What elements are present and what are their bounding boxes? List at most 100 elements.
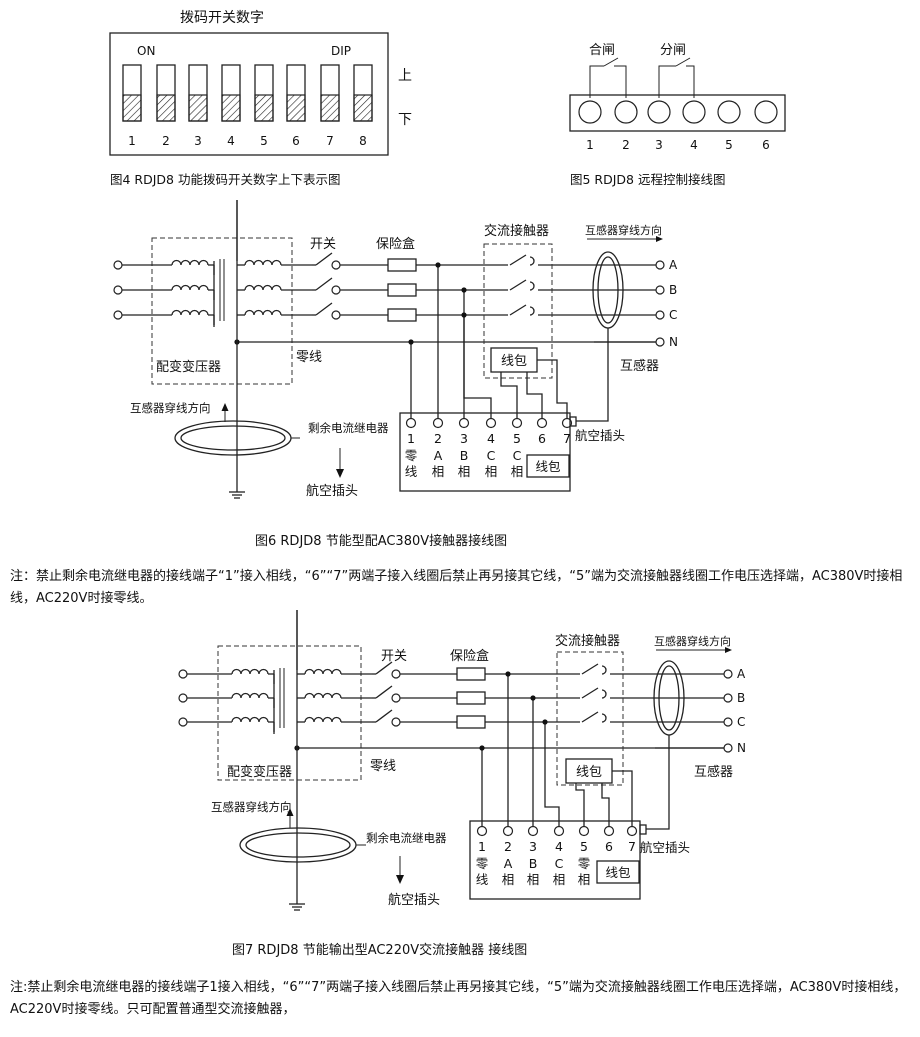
primary-winding [171, 259, 209, 266]
aviation-plug-label: 航空插头 [640, 840, 690, 855]
relay-terminal-name-1-line2: 线 [476, 872, 489, 887]
relay-terminal-number-6: 6 [605, 839, 613, 854]
open-contact-wire-2 [686, 65, 695, 98]
ct-direction-label: 互感器穿线方向 [654, 634, 731, 648]
switch-blade [375, 661, 393, 675]
transformer-label: 配变变压器 [227, 764, 292, 780]
switch-blade [315, 302, 333, 316]
relay-terminal-number-1: 1 [407, 431, 415, 446]
output-phase-label-B: B [669, 283, 677, 297]
output-terminal-C [723, 717, 733, 727]
output-terminal-B [723, 693, 733, 703]
dip-switch-number-3: 3 [194, 134, 202, 148]
relay-terminal-name-5-line2: 相 [578, 872, 591, 887]
relay-terminal-name-4: C [487, 448, 496, 463]
dip-switch-8-lever-down [353, 94, 373, 122]
contactor-fixed-contact [529, 281, 535, 291]
dip-switch-6-lever-down [286, 94, 306, 122]
remote-terminal-4 [682, 100, 706, 124]
residual-current-relay-box [469, 820, 641, 900]
transformer-label: 配变变压器 [156, 359, 221, 375]
relay-wire-coil-5 [500, 372, 518, 418]
transformer-boundary [151, 237, 293, 385]
contactor-fixed-contact [529, 256, 535, 266]
secondary-winding [304, 692, 342, 699]
junction-dot [461, 287, 467, 293]
relay-wire-coil-6 [526, 372, 543, 418]
aviation-plug-label: 航空插头 [575, 428, 625, 443]
output-terminal-N [723, 743, 733, 753]
relay-wire-coil-5 [575, 783, 585, 826]
contactor-fixed-contact [529, 306, 535, 316]
dip-switch-2-lever-down [156, 94, 176, 122]
residual-ct-direction-label: 互感器穿线方向 [211, 800, 292, 814]
remote-terminal-number-1: 1 [586, 138, 594, 152]
relay-terminal-name-5: 零 [578, 856, 591, 871]
close-contact-wire-2 [614, 65, 627, 98]
remote-terminal-number-5: 5 [725, 138, 733, 152]
switch-output-terminal [331, 260, 341, 270]
relay-terminal-6 [536, 417, 548, 429]
fig5-close-label: 合闸 [589, 43, 615, 58]
relay-terminal-name-3-line2: 相 [458, 464, 471, 479]
fig5-open-label: 分闸 [660, 43, 686, 58]
output-phase-label-A: A [737, 667, 746, 681]
direction-arrow-head [725, 647, 732, 653]
primary-winding [231, 716, 269, 723]
relay-terminal-name-2-line2: 相 [502, 872, 515, 887]
aviation-plug-socket [639, 824, 647, 835]
junction-dot [542, 719, 548, 725]
junction-dot [479, 745, 485, 751]
remote-terminal-number-4: 4 [690, 138, 698, 152]
relay-terminal-7 [626, 825, 638, 837]
primary-winding [231, 692, 269, 699]
relay-terminal-5 [511, 417, 523, 429]
dip-up-label: 上 [398, 68, 412, 84]
residual-relay-label: 剩余电流继电器 [366, 831, 447, 845]
contactor-main-contact [581, 711, 599, 723]
relay-terminal-name-2: A [504, 856, 513, 871]
switch-blade [375, 709, 393, 723]
remote-terminal-2 [614, 100, 638, 124]
close-contact-wire [589, 65, 604, 98]
junction-dot [435, 262, 441, 268]
relay-terminal-number-1: 1 [478, 839, 486, 854]
switch-blade [315, 277, 333, 291]
fuse-C [456, 715, 486, 729]
dip-switch-body [109, 32, 389, 156]
transformer-boundary [217, 645, 362, 781]
dip-switch-number-7: 7 [326, 134, 334, 148]
contactor-main-contact [509, 254, 527, 266]
direction-arrow-head [656, 236, 663, 242]
contactor-label: 交流接触器 [484, 223, 549, 239]
relay-terminal-number-2: 2 [434, 431, 442, 446]
remote-terminal-number-2: 2 [622, 138, 630, 152]
residual-ct-inner [180, 425, 286, 451]
remote-terminal-1 [578, 100, 602, 124]
relay-terminal-name-4-line2: 相 [485, 464, 498, 479]
dip-switch-3-lever-down [188, 94, 208, 122]
ct-direction-label: 互感器穿线方向 [585, 223, 662, 237]
junction-dot [505, 671, 511, 677]
residual-ct-inner [245, 832, 351, 858]
direction-arrow-head [336, 469, 344, 478]
dip-on-label: ON [137, 44, 155, 58]
switch-output-terminal [331, 285, 341, 295]
ct-signal-wire [646, 735, 670, 830]
switch-label: 开关 [310, 237, 336, 252]
primary-winding [171, 284, 209, 291]
fuse-A [456, 667, 486, 681]
fig6-caption: 图6 RDJD8 节能型配AC380V接触器接线图 [255, 533, 507, 549]
relay-terminal-number-4: 4 [555, 839, 563, 854]
output-terminal-A [655, 260, 665, 270]
primary-winding [231, 668, 269, 675]
secondary-winding [244, 259, 282, 266]
fuse-box-label: 保险盒 [450, 648, 489, 664]
switch-blade [375, 685, 393, 699]
remote-terminal-3 [647, 100, 671, 124]
relay-coil-label: 线包 [535, 459, 560, 474]
